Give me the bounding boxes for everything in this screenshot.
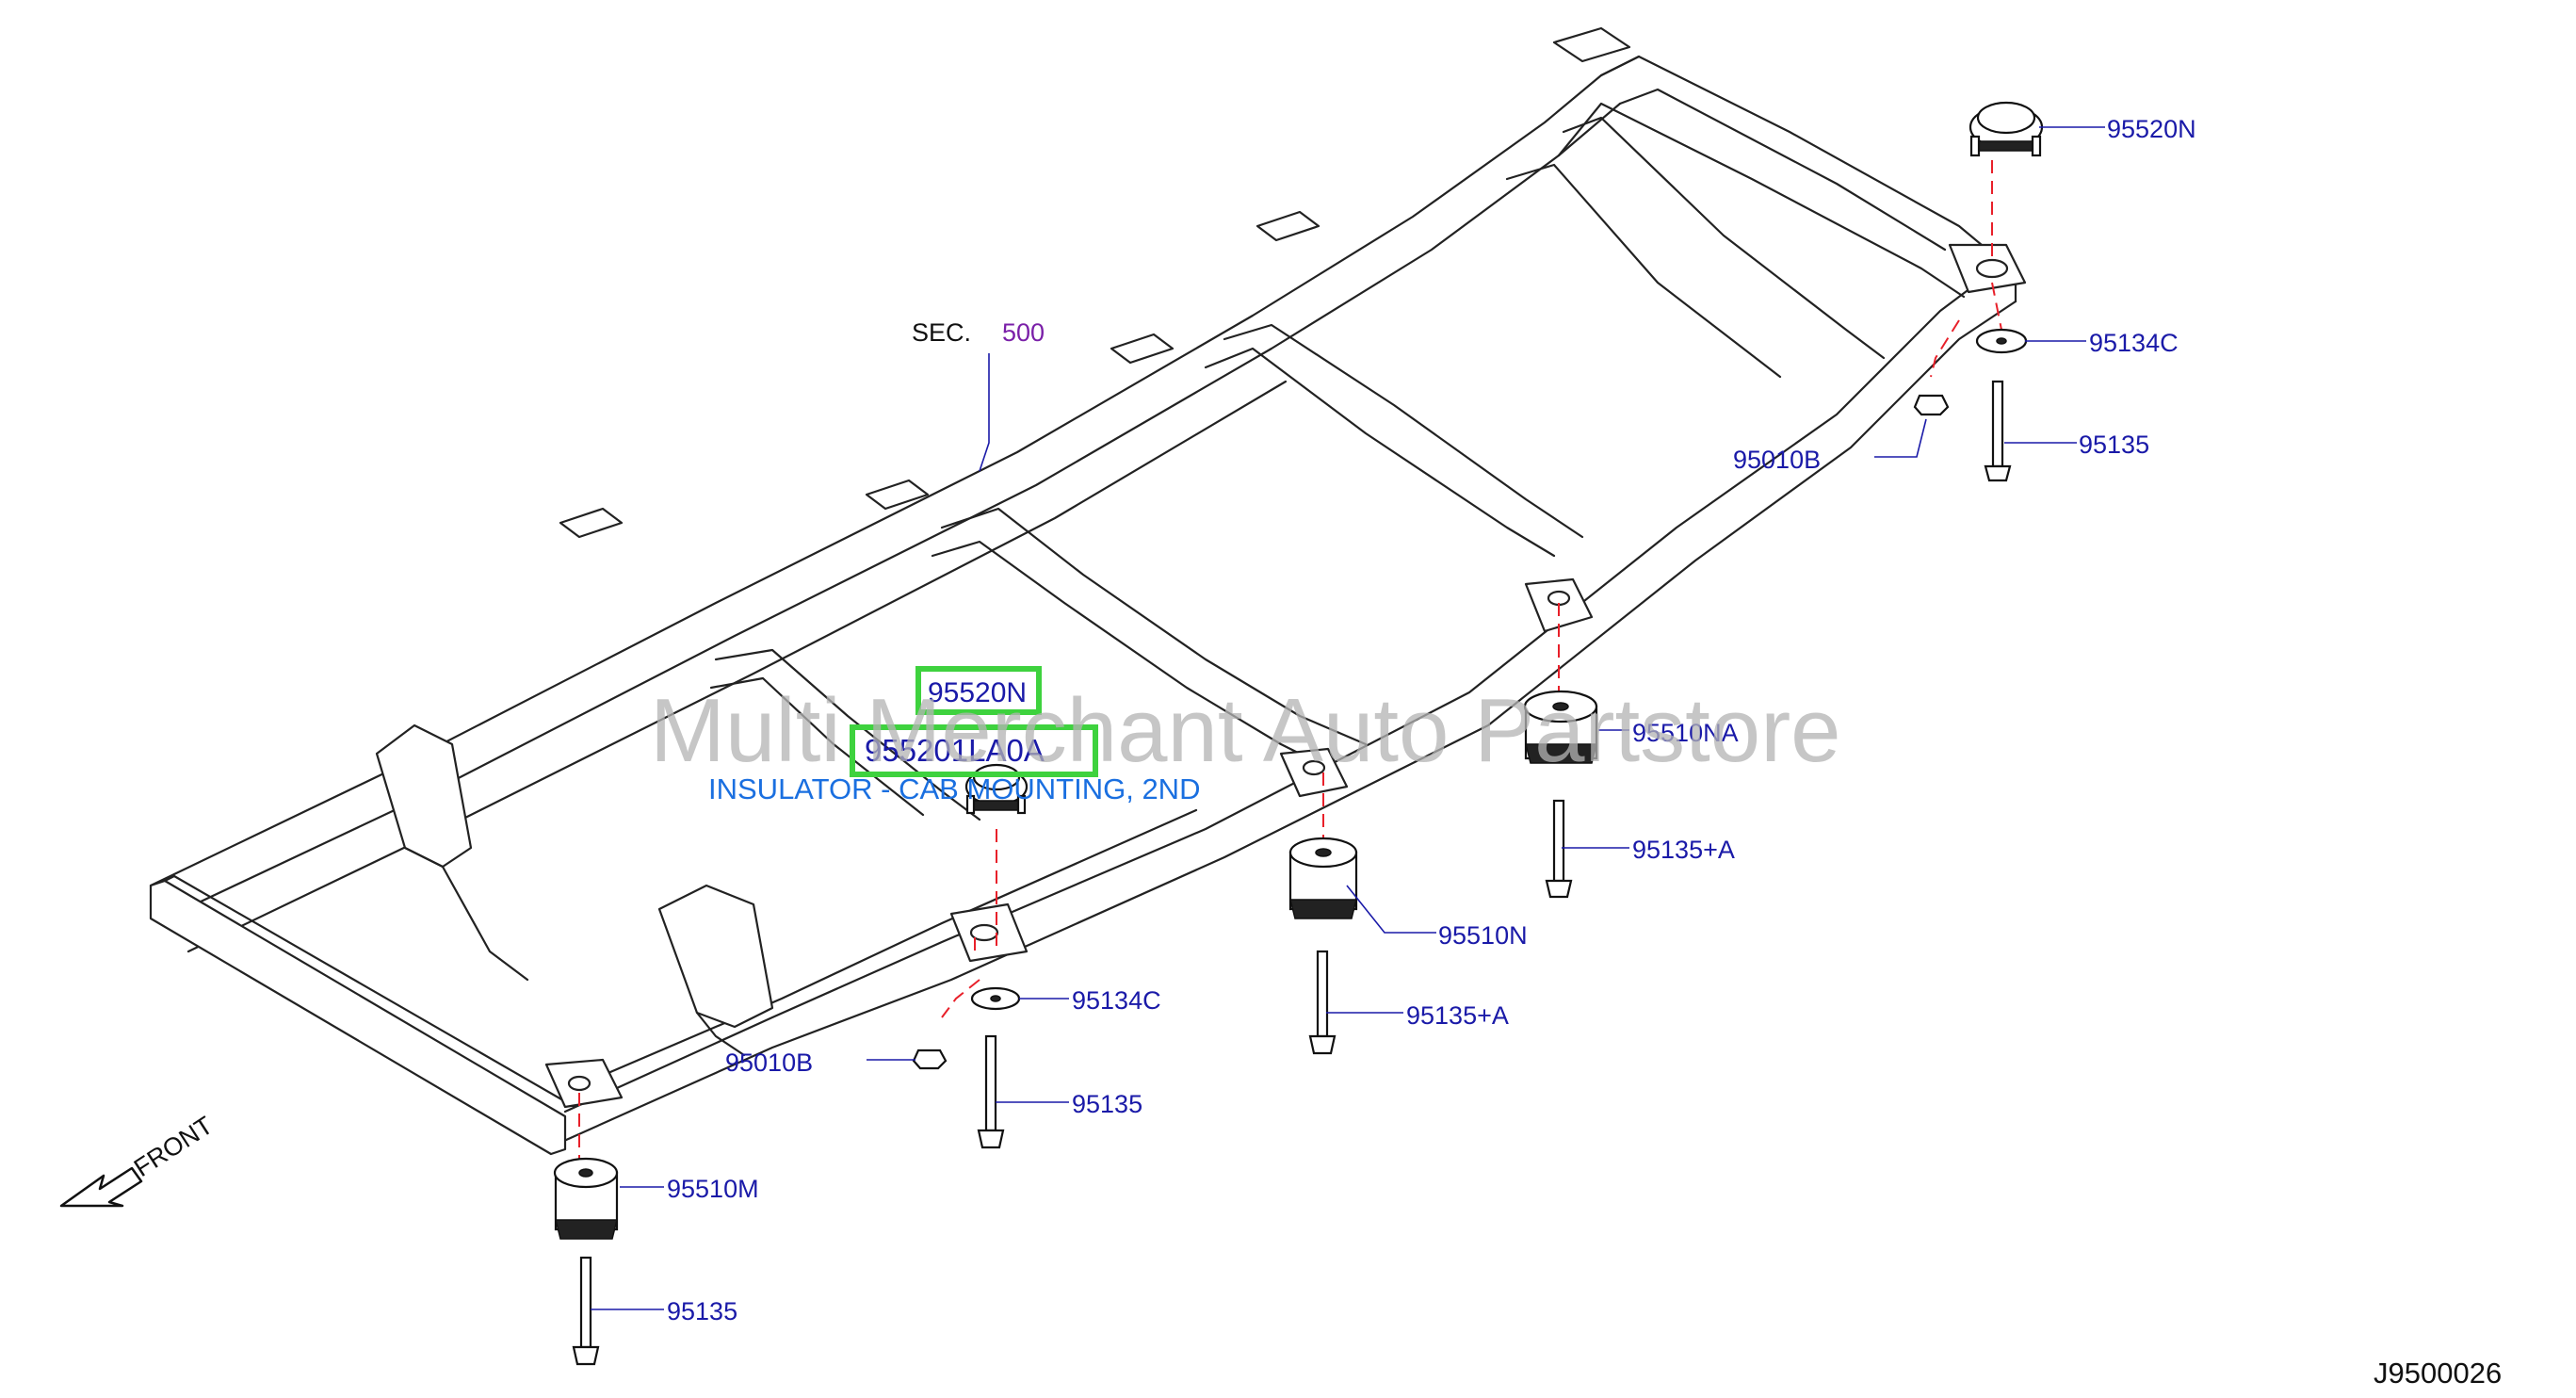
front-mid-bolt-part bbox=[977, 1034, 1005, 1149]
alignment-lines bbox=[578, 160, 2002, 1159]
label-rear-nut[interactable]: 95010B bbox=[1733, 446, 1821, 474]
diagram-code: J9500026 bbox=[2373, 1357, 2502, 1390]
front-direction: FRONT bbox=[59, 1111, 218, 1208]
label-front-mid-washer[interactable]: 95134C bbox=[1072, 986, 1161, 1015]
watermark: Multi Merchant Auto Partstore bbox=[650, 680, 1841, 781]
mid-bolt-part bbox=[1308, 950, 1337, 1055]
label-mid-right-bolt[interactable]: 95135+A bbox=[1632, 836, 1735, 864]
rear-nut-part bbox=[1913, 394, 1950, 416]
label-rear-mount-top[interactable]: 95520N bbox=[2107, 115, 2196, 143]
front-bolt-part bbox=[572, 1256, 600, 1366]
leader-lines bbox=[591, 126, 2105, 1310]
label-front-mid-bolt[interactable]: 95135 bbox=[1072, 1090, 1142, 1118]
mid-right-bolt-part bbox=[1545, 799, 1573, 899]
rear-mount-part bbox=[1968, 101, 2044, 157]
label-rear-washer[interactable]: 95134C bbox=[2089, 329, 2179, 357]
label-front-mid-nut[interactable]: 95010B bbox=[725, 1048, 813, 1077]
rear-bolt-part bbox=[1984, 380, 2012, 482]
label-mid-insulator[interactable]: 95510N bbox=[1438, 921, 1528, 950]
label-rear-bolt[interactable]: 95135 bbox=[2079, 431, 2149, 459]
label-mid-right-insulator[interactable]: 95510NA bbox=[1632, 719, 1739, 747]
highlight-part-top[interactable]: 95520N bbox=[928, 677, 1027, 708]
highlight-description: INSULATOR - CAB MOUNTING, 2ND bbox=[708, 772, 1200, 805]
section-prefix: SEC. bbox=[912, 318, 971, 347]
vehicle-frame bbox=[149, 26, 2027, 1156]
front-arrow-icon bbox=[59, 1166, 143, 1208]
highlight-box-top bbox=[915, 666, 1042, 715]
section-number[interactable]: 500 bbox=[1002, 318, 1045, 347]
label-mid-bolt[interactable]: 95135+A bbox=[1406, 1001, 1509, 1030]
mid-right-insulator-part bbox=[1523, 690, 1598, 764]
highlight-box-main bbox=[850, 724, 1098, 777]
mid-insulator-part bbox=[1288, 837, 1358, 919]
label-front-bolt[interactable]: 95135 bbox=[667, 1297, 737, 1325]
highlighted-mount-part bbox=[964, 763, 1029, 815]
front-insulator-part bbox=[553, 1157, 619, 1240]
front-label: FRONT bbox=[129, 1111, 218, 1182]
label-front-insulator[interactable]: 95510M bbox=[667, 1175, 759, 1203]
highlight-part-main[interactable]: 955201LA0A bbox=[865, 733, 1045, 768]
front-mid-nut-part bbox=[912, 1048, 948, 1070]
